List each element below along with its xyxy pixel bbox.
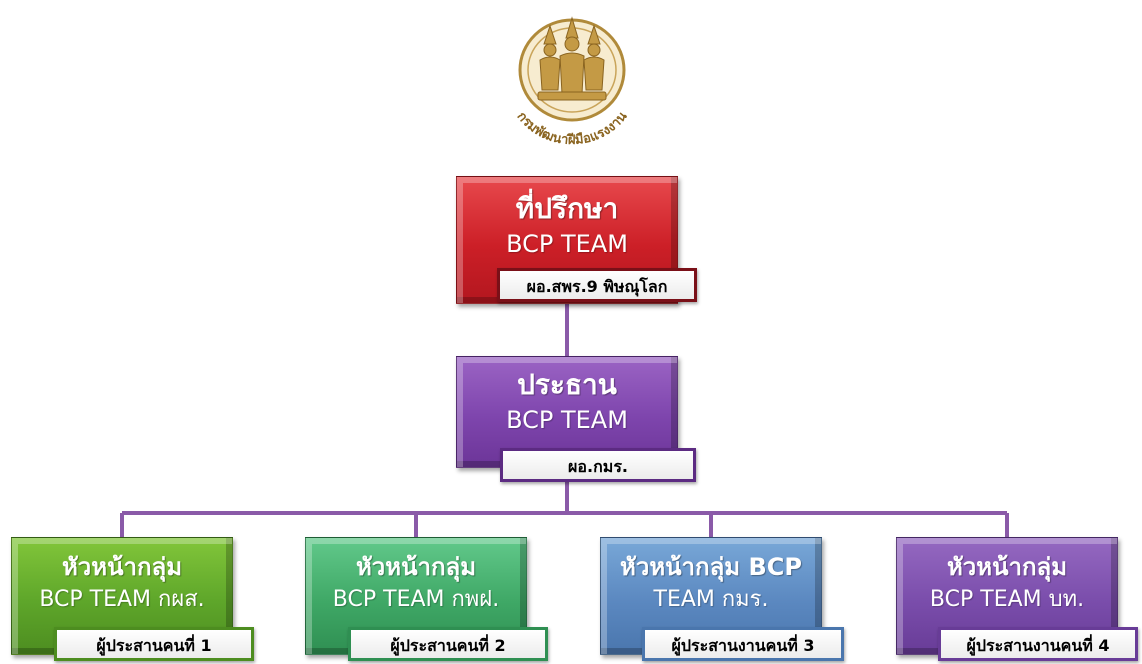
leader-title-1: หัวหน้ากลุ่ม [61,553,183,581]
chair-tag: ผอ.กมร. [500,448,696,482]
chair-title: ประธาน [517,368,617,401]
advisor-tag: ผอ.สพร.9 พิษณุโลก [497,268,697,302]
leader-subtitle-1: BCP TEAM กผส. [39,587,205,612]
leader-title-4: หัวหน้ากลุ่ม [946,553,1068,581]
leader-subtitle-3: TEAM กมร. [653,587,769,612]
leader-subtitle-2: BCP TEAM กพฝ. [332,587,500,612]
leader-tag-2: ผู้ประสานคนที่ 2 [348,627,548,661]
leader-tag-4: ผู้ประสานงานคนที่ 4 [938,627,1138,661]
leader-title-3: หัวหน้ากลุ่ม BCP [620,553,802,581]
leader-title-2: หัวหน้ากลุ่ม [355,553,477,581]
chair-subtitle: BCP TEAM [506,406,628,434]
leader-tag-1: ผู้ประสานคนที่ 1 [54,627,254,661]
leader-tag-3: ผู้ประสานงานคนที่ 3 [642,627,844,661]
advisor-title: ที่ปรึกษา [515,192,619,225]
dsd-seal-logo-icon: กรมพัฒนาฝีมือแรงงาน [514,16,630,148]
leader-subtitle-4: BCP TEAM บท. [929,587,1085,612]
advisor-subtitle: BCP TEAM [506,230,628,258]
